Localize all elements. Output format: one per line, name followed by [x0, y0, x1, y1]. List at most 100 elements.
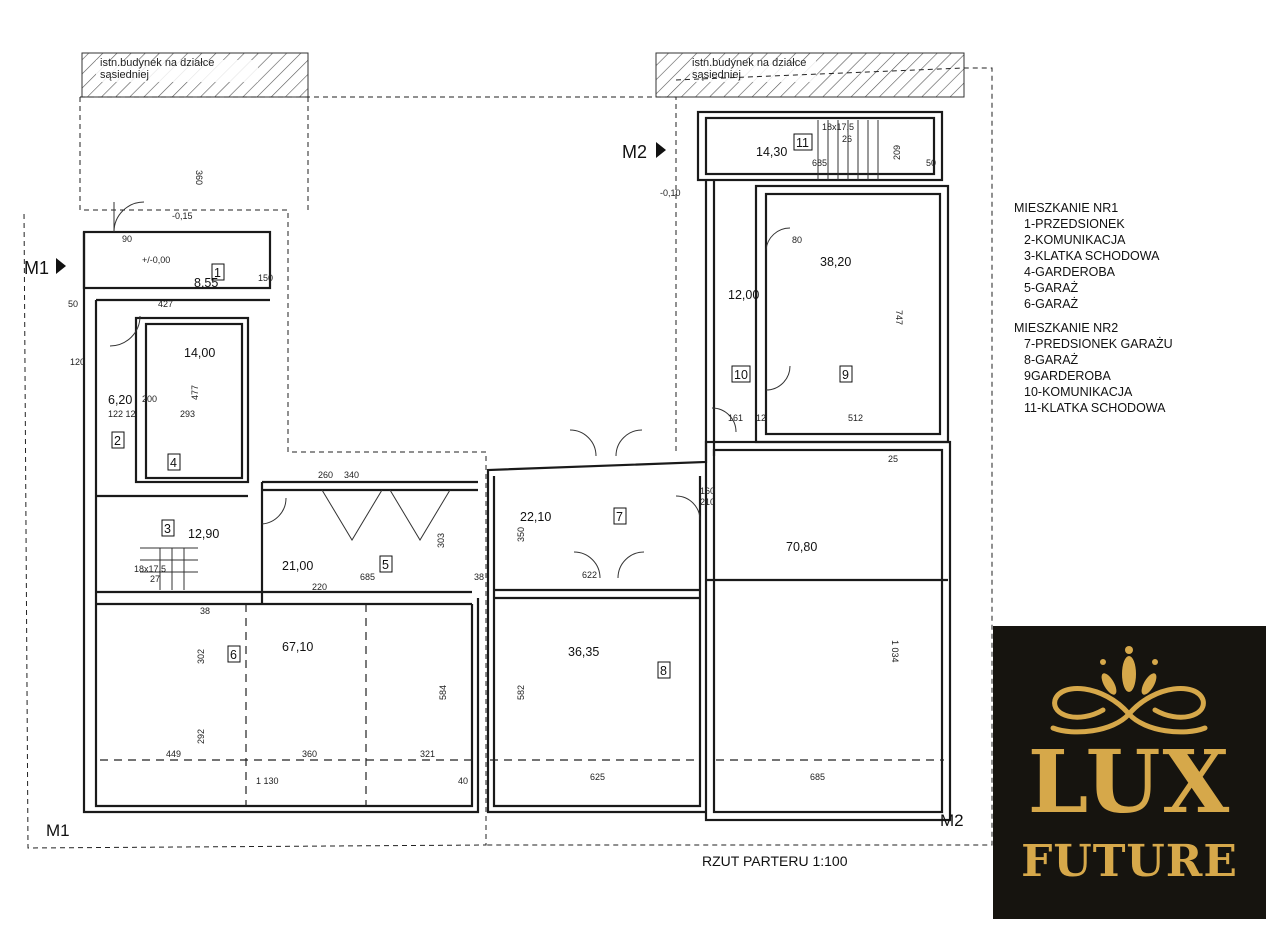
room-4-number: 4	[170, 456, 177, 470]
dim-220: 220	[312, 582, 327, 592]
legend-item: 4-GARDEROBA	[1024, 265, 1115, 279]
dim-12: 12	[756, 413, 766, 423]
room-8-area: 36,35	[568, 645, 599, 659]
stairs-m2	[817, 120, 879, 180]
dim-161: 161	[728, 413, 743, 423]
room-7-area: 22,10	[520, 510, 551, 524]
dim-747: 747	[894, 310, 904, 325]
room-9-area: 38,20	[820, 255, 851, 269]
room-labels: 1 8,55 14,00 2 6,20 3 12,90 4 5 21,00 6 …	[108, 133, 853, 679]
room-11-number: 11	[796, 136, 809, 150]
dim-293: 293	[180, 409, 195, 419]
room-2-number: 2	[114, 434, 121, 448]
dim-449: 449	[166, 749, 181, 759]
dim-622: 622	[582, 570, 597, 580]
stairs-m2-dim: 18x17,5	[822, 122, 854, 132]
dim-80: 80	[792, 235, 802, 245]
room-6-area: 67,10	[282, 640, 313, 654]
dim-38-b: 38	[474, 572, 484, 582]
dim-122-12: 122 12	[108, 409, 136, 419]
stairs-m1	[140, 547, 198, 590]
entrance-m1-label: M1	[24, 258, 49, 278]
room-10-number: 10	[734, 368, 748, 382]
legend: MIESZKANIE NR1 1-PRZEDSIONEK 2-KOMUNIKAC…	[1014, 200, 1234, 416]
unit-label-m2: M2	[940, 811, 964, 830]
dim-90: 90	[122, 234, 132, 244]
unit-boundaries	[23, 67, 993, 849]
dim-292: 292	[196, 729, 206, 744]
dimension-labels: 360 427 50 293 477 122 12 1 130 449 360 …	[68, 122, 936, 786]
legend-item: 8-GARAŻ	[1024, 353, 1079, 367]
level-015: -0,15	[172, 211, 193, 221]
legend-item: 9GARDEROBA	[1024, 369, 1111, 383]
dim-584: 584	[438, 685, 448, 700]
dim-303: 303	[436, 533, 446, 548]
legend-header-2: MIESZKANIE NR2	[1014, 321, 1119, 335]
legend-item: 3-KLATKA SCHODOWA	[1024, 249, 1160, 263]
dim-512: 512	[848, 413, 863, 423]
legend-item: 5-GARAŻ	[1024, 281, 1079, 295]
dim-360-top: 360	[194, 170, 204, 185]
dim-50-b: 50	[926, 158, 936, 168]
dim-685-garage1: 685	[360, 572, 375, 582]
walls-m2	[486, 110, 952, 822]
logo-word-lux: LUX	[1027, 732, 1232, 833]
walls-m1	[82, 230, 480, 814]
room-6-number: 6	[230, 648, 237, 662]
dim-1130: 1 130	[256, 776, 279, 786]
legend-item: 2-KOMUNIKACJA	[1024, 233, 1126, 247]
dim-stairs-m1: 18x17,5	[134, 564, 166, 574]
room-5-number: 5	[382, 558, 389, 572]
neighbor-label-left-2: sąsiedniej	[100, 69, 149, 81]
plan-title: RZUT PARTERU 1:100	[702, 853, 848, 869]
dim-302: 302	[196, 649, 206, 664]
room-11-area: 14,30	[756, 145, 787, 159]
dim-427: 427	[158, 299, 173, 309]
room-3-area: 12,90	[188, 527, 219, 541]
entrance-m2-arrow	[656, 142, 666, 158]
dim-200: 200	[142, 394, 157, 404]
dim-477: 477	[190, 385, 200, 400]
room-8-number: 8	[660, 664, 667, 678]
neighbor-label-right-2: sąsiedniej	[692, 69, 741, 81]
room-2-area: 6,20	[108, 393, 132, 407]
legend-header-1: MIESZKANIE NR1	[1014, 201, 1119, 215]
lux-future-logo: LUX FUTURE	[993, 626, 1266, 919]
room-3-number: 3	[164, 522, 171, 536]
room-1-area: 8,55	[194, 276, 218, 290]
dim-685-stair: 685	[812, 158, 827, 168]
stairs-m2-26: 26	[842, 134, 852, 144]
neighbor-label-right-1: istn.budynek na działce	[692, 57, 806, 69]
dim-350: 350	[516, 527, 526, 542]
dim-321: 321	[420, 749, 435, 759]
dim-150: 150	[258, 273, 273, 283]
dim-120: 120	[70, 357, 85, 367]
dim-160: 160	[700, 486, 715, 496]
dim-40: 40	[458, 776, 468, 786]
legend-item: 6-GARAŻ	[1024, 297, 1079, 311]
dim-1034: 1 034	[890, 640, 900, 663]
room-14-area: 14,00	[184, 346, 215, 360]
stairs-m1-27: 27	[150, 574, 160, 584]
legend-item: 10-KOMUNIKACJA	[1024, 385, 1133, 399]
legend-item: 7-PREDSIONEK GARAŻU	[1024, 337, 1173, 351]
dim-38: 38	[200, 606, 210, 616]
dim-625: 625	[590, 772, 605, 782]
room-7-number: 7	[616, 510, 623, 524]
neighbor-label-left-1: istn.budynek na działce	[100, 57, 214, 69]
legend-item: 11-KLATKA SCHODOWA	[1024, 401, 1166, 415]
dim-582: 582	[516, 685, 526, 700]
legend-item: 1-PRZEDSIONEK	[1024, 217, 1125, 231]
level-010: -0,10	[660, 188, 681, 198]
entrance-m1-arrow	[56, 258, 66, 274]
room-1-number: 1	[214, 266, 221, 280]
logo-word-future: FUTURE	[1021, 836, 1238, 887]
room-9-number: 9	[842, 368, 849, 382]
entrance-m2-label: M2	[622, 142, 647, 162]
dim-685-garage2: 685	[810, 772, 825, 782]
level-zero-m1: +/-0,00	[142, 255, 170, 265]
dim-340: 340	[344, 470, 359, 480]
interior-dashes	[100, 604, 944, 806]
room-10-area: 12,00	[728, 288, 759, 302]
